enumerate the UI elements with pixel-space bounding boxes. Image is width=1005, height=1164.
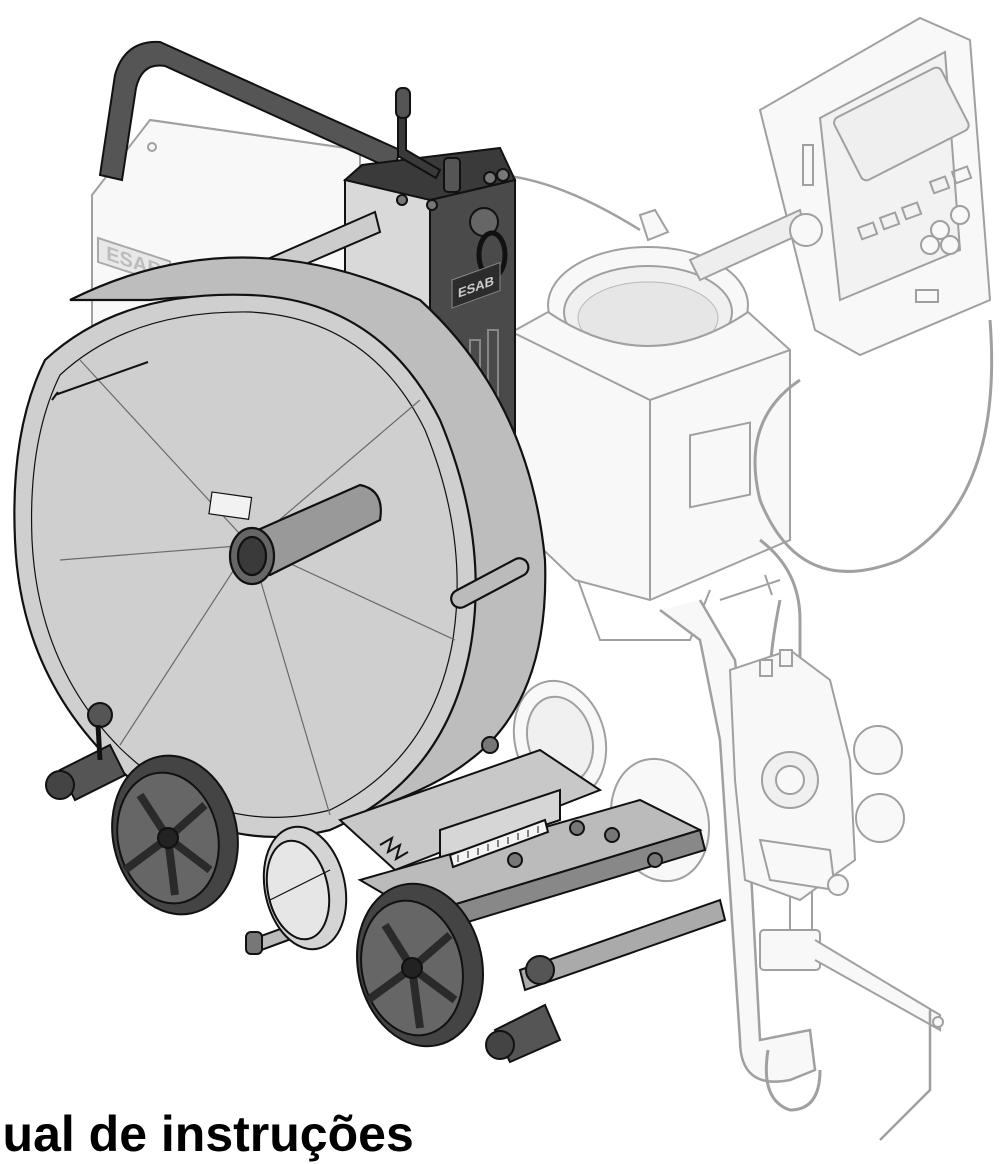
carriage: [45, 702, 727, 1064]
wire-reel: [13, 256, 547, 838]
wire-feeder-head: [728, 648, 905, 902]
wheel-rear-left: [111, 754, 239, 916]
wheel-front-middle: [262, 825, 348, 951]
adjust-scale: [448, 818, 550, 869]
page-title: nual de instruções: [0, 1106, 414, 1162]
wheel-front-right: [356, 882, 484, 1048]
control-cable: [753, 319, 994, 573]
esab-logo-housing: ESAB: [451, 261, 501, 309]
control-panel-pendant: [758, 16, 992, 357]
